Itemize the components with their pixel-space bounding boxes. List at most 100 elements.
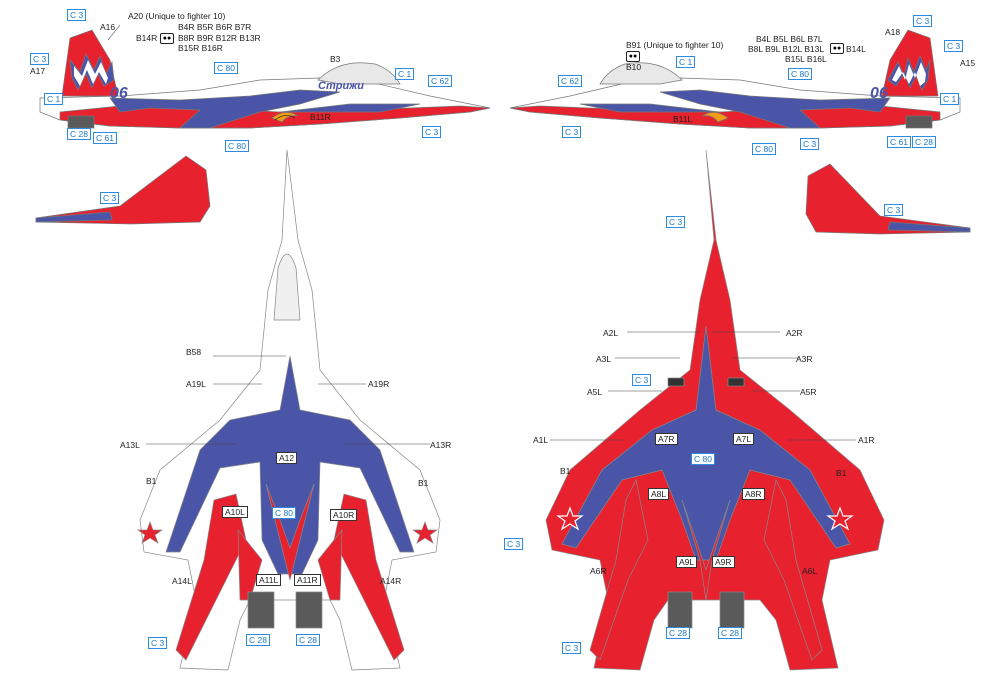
callout-code: 62 (439, 76, 449, 86)
callout-prefix: C (249, 635, 256, 645)
label-a11r: A11R (294, 574, 321, 586)
label-b14l: B14L (846, 44, 866, 54)
callout-c80-right: C 80 (788, 68, 812, 80)
callout-prefix: C (228, 141, 235, 151)
label-a2l: A2L (603, 328, 619, 338)
callout-prefix: C (151, 638, 158, 648)
bottom-view (545, 149, 885, 671)
callout-code: 28 (923, 137, 933, 147)
callout-prefix: C (947, 41, 954, 51)
callout-c3-bottom-wing: C 3 (504, 538, 524, 550)
label-b-row3-right: B15R B16R (178, 43, 223, 53)
callout-code: 3 (573, 643, 579, 653)
label-b11l: B11L (673, 114, 693, 124)
label-a3r: A3R (796, 354, 813, 364)
callout-c28-top-left: C 28 (246, 634, 270, 646)
callout-code: 3 (515, 539, 521, 549)
callout-code: 80 (283, 508, 293, 518)
callout-c61-right: C 61 (887, 136, 911, 148)
label-a1r: A1R (858, 435, 875, 445)
callout-c1-right-tail: C 1 (940, 93, 960, 105)
callout-prefix: C (565, 643, 572, 653)
label-a18: A18 (885, 27, 901, 37)
label-b-row1-left: B4L B5L B6L B7L (756, 34, 823, 44)
callout-code: 1 (951, 94, 957, 104)
callout-prefix: C (47, 94, 54, 104)
label-b-row2-right: B8R B9R B12R B13R (178, 33, 261, 43)
label-a10r: A10R (330, 509, 358, 521)
callout-c61-left: C 61 (93, 132, 117, 144)
callout-c3-top-left: C 3 (67, 9, 87, 21)
callout-code: 62 (569, 76, 579, 86)
callout-prefix: C (915, 137, 922, 147)
callout-c3-top-tail: C 3 (148, 637, 168, 649)
callout-prefix: C (425, 127, 432, 137)
callout-c3-stab-right: C 3 (884, 204, 904, 216)
callout-c80-bottom: C 80 (691, 453, 715, 465)
callout-code: 80 (236, 141, 246, 151)
label-b14r: B14R (136, 33, 158, 43)
top-view (136, 149, 441, 671)
label-b10: B10 (626, 62, 642, 72)
callout-code: 3 (433, 127, 439, 137)
callout-c3-side-left: C 3 (30, 53, 50, 65)
label-a16: A16 (100, 22, 116, 32)
label-a3l: A3L (596, 354, 612, 364)
right-side-profile (509, 29, 961, 129)
label-a8r: A8R (742, 488, 765, 500)
callout-code: 28 (257, 635, 267, 645)
label-b1-bottom-left: B1 (560, 466, 571, 476)
aircraft-number-right: 06 (870, 85, 888, 102)
label-a9r: A9R (712, 556, 735, 568)
callout-c3-top-right: C 3 (913, 15, 933, 27)
label-a7l: A7L (733, 433, 755, 445)
callout-c3-nose-right: C 3 (562, 126, 582, 138)
callout-c3-bottom-nose: C 3 (666, 216, 686, 228)
callout-c1-top-left: C 1 (395, 68, 415, 80)
leader-lines (107, 24, 856, 445)
callout-prefix: C (803, 139, 810, 149)
callout-prefix: C (33, 54, 40, 64)
label-b11r: B11R (310, 112, 331, 122)
callout-prefix: C (890, 137, 897, 147)
strizhi-logo-text-left: Стрижи (318, 80, 364, 92)
callout-prefix: C (887, 205, 894, 215)
label-a19r: A19R (368, 379, 390, 389)
callout-prefix: C (755, 144, 762, 154)
label-a9l: A9L (676, 556, 698, 568)
label-b1-top-left: B1 (146, 476, 157, 486)
callout-prefix: C (217, 63, 224, 73)
label-b91-note: B91 (Unique to fighter 10) (626, 40, 724, 50)
callout-prefix: C (916, 16, 923, 26)
label-a17: A17 (30, 66, 46, 76)
callout-code: 3 (924, 16, 930, 26)
callout-code: 80 (763, 144, 773, 154)
callout-prefix: C (103, 193, 110, 203)
callout-prefix: C (70, 129, 77, 139)
callout-c28-bottom-right: C 28 (718, 627, 742, 639)
callout-c1-right: C 1 (676, 56, 696, 68)
callout-code: 28 (78, 129, 88, 139)
callout-code: 28 (677, 628, 687, 638)
callout-c62-right: C 62 (558, 75, 582, 87)
label-b3: B3 (330, 54, 341, 64)
callout-c28-left: C 28 (67, 128, 91, 140)
callout-prefix: C (565, 127, 572, 137)
callout-c3-stab-left: C 3 (100, 192, 120, 204)
label-a13r: A13R (430, 440, 452, 450)
callout-code: 61 (104, 133, 114, 143)
label-a5r: A5R (800, 387, 817, 397)
callout-prefix: C (721, 628, 728, 638)
label-b-row1-right: B4R B5R B6R B7R (178, 22, 252, 32)
label-a10l: A10L (222, 506, 248, 518)
callout-prefix: C (669, 628, 676, 638)
label-a7r: A7R (655, 433, 678, 445)
callout-prefix: C (679, 57, 686, 67)
label-b-row2-left: B8L B9L B12L B13L (748, 44, 825, 54)
callout-prefix: C (943, 94, 950, 104)
callout-c80-top: C 80 (272, 507, 296, 519)
label-a15: A15 (960, 58, 976, 68)
callout-prefix: C (299, 635, 306, 645)
callout-c80-left: C 80 (214, 62, 238, 74)
